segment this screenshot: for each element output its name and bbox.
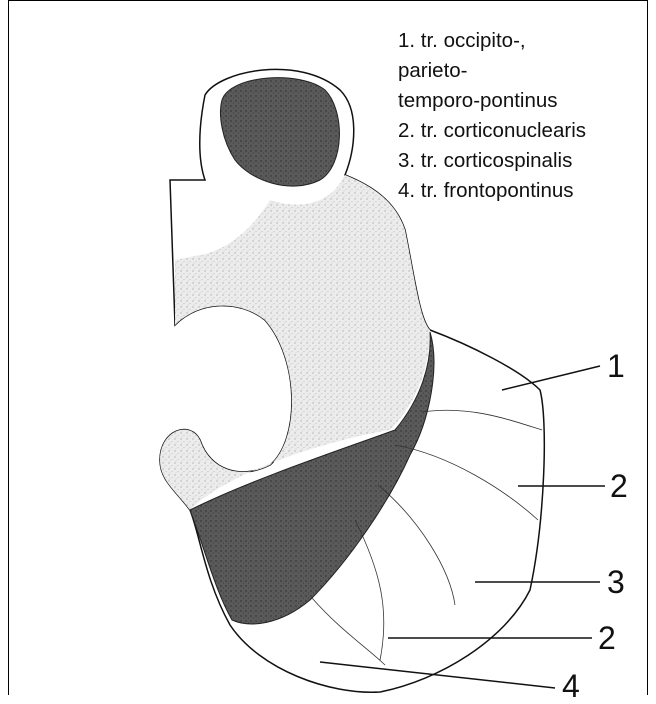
legend-line: 3. tr. corticospinalis	[398, 146, 586, 176]
legend-line: 1. tr. occipito-,	[398, 26, 586, 56]
label-3: 3	[607, 566, 625, 598]
label-4: 4	[562, 670, 580, 702]
legend-line: temporo-pontinus	[398, 86, 586, 116]
legend-line: 2. tr. corticonuclearis	[398, 116, 586, 146]
label-1: 1	[607, 350, 625, 382]
legend-line: 4. tr. frontopontinus	[398, 176, 586, 206]
label-2-upper: 2	[610, 470, 628, 502]
legend: 1. tr. occipito-, parieto- temporo-ponti…	[398, 26, 586, 206]
legend-line: parieto-	[398, 56, 586, 86]
label-2-lower: 2	[598, 622, 616, 654]
